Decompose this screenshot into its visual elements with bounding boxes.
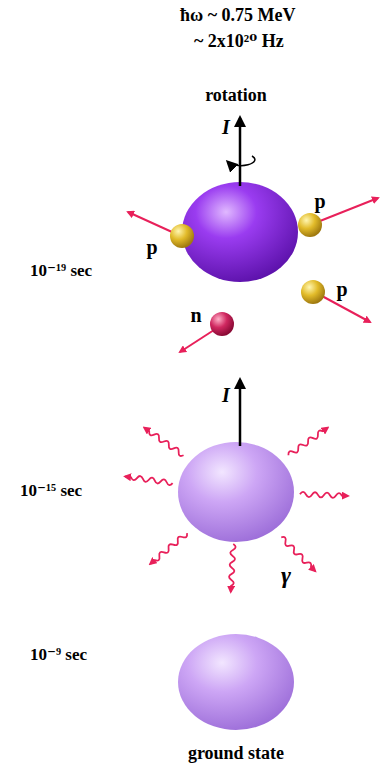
spin-symbol: I (222, 384, 230, 406)
ground-state-nucleus (178, 634, 294, 730)
time-label: 10⁻⁹ sec (30, 646, 87, 665)
spin-arrow (239, 380, 242, 446)
particle-label: p (314, 190, 325, 212)
proton (298, 213, 322, 237)
state-label: ground state (188, 744, 284, 764)
gamma-symbol: γ (281, 562, 291, 588)
proton (170, 224, 194, 248)
energy-label: ħω ~ 0.75 MeV (180, 6, 296, 26)
gamma-rays (125, 426, 348, 592)
neutron (210, 312, 234, 336)
rotation-arrow (228, 156, 255, 166)
time-label: 10⁻¹⁵ sec (20, 482, 82, 501)
spin-arrow (239, 118, 242, 186)
excited-nucleus (178, 442, 294, 542)
motion-label: rotation (205, 86, 267, 106)
proton (301, 280, 325, 304)
rotating-nucleus (182, 182, 298, 282)
particle-label: n (190, 304, 201, 326)
particle-label: p (146, 236, 157, 258)
spin-symbol: I (222, 116, 230, 138)
particle-label: p (336, 278, 347, 300)
frequency-label: ~ 2x10²⁰ Hz (194, 32, 284, 52)
time-label: 10⁻¹⁹ sec (30, 262, 92, 281)
